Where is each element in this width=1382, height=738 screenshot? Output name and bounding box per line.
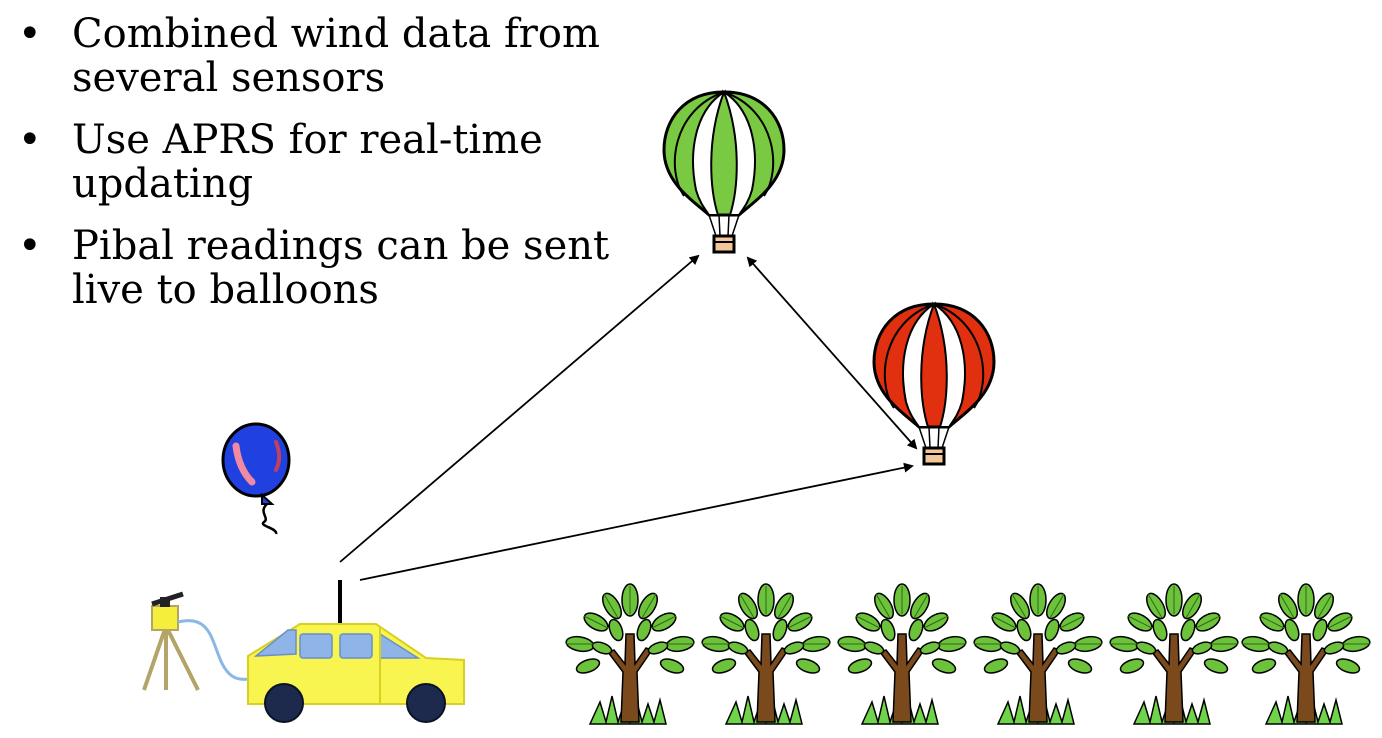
bullet-marker: • bbox=[18, 223, 42, 269]
arrow-vehicle-to-green-balloon bbox=[339, 254, 700, 563]
bullet-text: Pibal readings can be sent live to ballo… bbox=[72, 223, 610, 313]
vehicle-icon bbox=[247, 580, 465, 723]
tree-icon bbox=[564, 583, 696, 725]
tree-row bbox=[564, 583, 1372, 725]
bullet-text: Use APRS for real-time updating bbox=[72, 117, 543, 207]
theodolite-icon bbox=[142, 591, 255, 691]
arrow-between-balloons bbox=[746, 256, 918, 450]
green-hot-air-balloon-icon bbox=[662, 89, 786, 254]
tree-icon bbox=[1240, 583, 1372, 725]
bullet-marker: • bbox=[18, 11, 42, 57]
bullet-item: • Use APRS for real-time updating bbox=[18, 118, 618, 206]
arrow-vehicle-to-red-balloon bbox=[359, 462, 914, 581]
tree-icon bbox=[972, 583, 1104, 725]
arrows bbox=[339, 254, 918, 581]
bullet-item: • Pibal readings can be sent live to ball… bbox=[18, 224, 618, 312]
red-hot-air-balloon-icon bbox=[872, 301, 996, 466]
bullet-text: Combined wind data from several sensors bbox=[72, 11, 600, 101]
tree-icon bbox=[700, 583, 832, 725]
pibal-balloon-icon bbox=[221, 422, 291, 535]
bullet-item: • Combined wind data from several sensors bbox=[18, 12, 618, 100]
tree-icon bbox=[1108, 583, 1240, 725]
bullet-list: • Combined wind data from several sensors… bbox=[18, 12, 618, 330]
bullet-marker: • bbox=[18, 117, 42, 163]
tree-icon bbox=[836, 583, 968, 725]
